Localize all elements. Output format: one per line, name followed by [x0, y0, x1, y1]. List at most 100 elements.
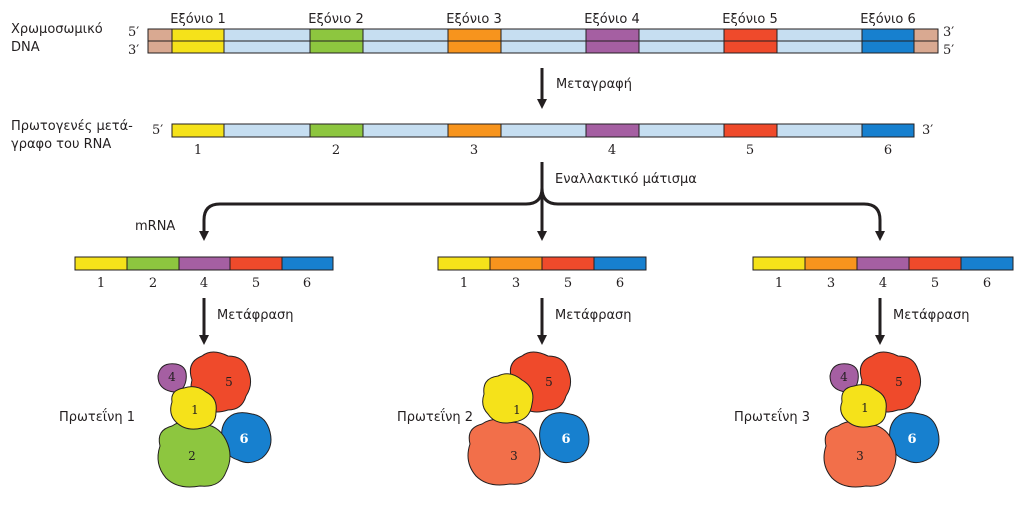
exon-label-2: Εξόνιο 2 [308, 12, 363, 27]
mrna2-exon-3 [489, 256, 543, 271]
protein3-domain-label: 5 [895, 375, 903, 389]
primary-end-3: 3′ [922, 123, 933, 138]
protein3-domain-1 [840, 384, 887, 428]
dna-exon-4-bottom [585, 40, 640, 54]
dna-exon-1-bottom [171, 40, 225, 54]
primary-exon-6 [861, 123, 915, 138]
protein2-domain-label: 6 [561, 432, 570, 447]
mrna1-exon-6 [281, 256, 334, 271]
mrna3-num: 4 [879, 276, 887, 291]
exon-label-6: Εξόνιο 6 [860, 12, 915, 27]
dna-exon-5-top [723, 28, 778, 42]
protein1-domain-1 [170, 386, 217, 430]
mrna-variant-3: 1 3 4 5 6 [752, 256, 1014, 291]
protein3-domain-label: 3 [856, 449, 864, 463]
protein2-domain-label: 5 [545, 375, 553, 389]
dna-exon-3-top [447, 28, 502, 42]
primary-exon-1 [171, 123, 225, 138]
primary-label-line1: Πρωτογενές μετά- [11, 119, 133, 134]
primary-exon-2 [309, 123, 364, 138]
mrna3-num: 5 [931, 276, 939, 291]
mrna3-exon-1 [752, 256, 806, 271]
mrna2-exon-6 [593, 256, 647, 271]
mrna2-num: 3 [512, 276, 520, 291]
protein1-domain-label: 6 [239, 432, 248, 447]
protein2-domain-1 [482, 373, 534, 424]
mrna-variant-2: 1 3 5 6 [437, 256, 647, 291]
protein2-domain-3 [467, 418, 541, 486]
primary-end-5: 5′ [152, 123, 163, 138]
primary-num-1: 1 [194, 143, 202, 158]
dna-flank-left-bottom [147, 40, 173, 54]
mrna1-num: 1 [97, 276, 105, 291]
mrna-label: mRNA [135, 219, 175, 234]
dna-exon-2-bottom [309, 40, 364, 54]
dna-end-5-bottom: 5′ [943, 43, 954, 58]
splicing-arrow-right [540, 187, 885, 241]
mrna1-num: 6 [303, 276, 311, 291]
mrna3-exon-3 [804, 256, 858, 271]
mrna1-num: 4 [200, 276, 208, 291]
mrna3-exon-5 [908, 256, 962, 271]
mrna3-num: 3 [827, 276, 835, 291]
dna-exon-6-top [861, 28, 915, 42]
mrna2-num: 1 [460, 276, 468, 291]
protein-3 [823, 351, 940, 488]
dna-exon-3-bottom [447, 40, 502, 54]
dna-label-line2: DNA [11, 40, 40, 55]
dna-top-strand [147, 28, 939, 42]
dna-exon-4-top [585, 28, 640, 42]
mrna1-exon-5 [229, 256, 283, 271]
protein-1 [157, 351, 272, 488]
dna-label-line1: Χρωμοσωμικό [11, 22, 103, 37]
primary-num-4: 4 [608, 143, 616, 158]
protein3-domain-3 [823, 420, 897, 488]
exon-label-1: Εξόνιο 1 [170, 12, 225, 27]
protein1-domain-4 [157, 363, 187, 393]
mrna1-exon-1 [74, 256, 128, 271]
mrna-variant-1: 1 2 4 5 6 [74, 256, 334, 291]
protein2-domain-label: 3 [510, 449, 518, 463]
protein3-domain-label: 6 [907, 432, 916, 447]
dna-exon-1-top [171, 28, 225, 42]
dna-end-3-top: 3′ [943, 25, 954, 40]
primary-num-6: 6 [884, 143, 892, 158]
primary-exon-3 [447, 123, 502, 138]
translation-label-3: Μετάφραση [893, 308, 970, 323]
protein-2 [467, 351, 590, 486]
primary-transcript-strand [171, 123, 915, 138]
mrna1-exon-2 [126, 256, 180, 271]
translation-label-1: Μετάφραση [217, 308, 294, 323]
exon-label-4: Εξόνιο 4 [584, 12, 639, 27]
protein-label-1: Πρωτεΐνη 1 [59, 409, 135, 425]
primary-label-line2: γραφο του RNA [11, 137, 111, 152]
mrna1-exon-4 [178, 256, 231, 271]
mrna3-num: 6 [983, 276, 991, 291]
protein2-domain-label: 1 [513, 403, 521, 417]
primary-num-3: 3 [470, 143, 478, 158]
protein3-domain-label: 4 [840, 370, 848, 384]
protein1-domain-2 [157, 420, 231, 488]
mrna1-num: 5 [252, 276, 260, 291]
protein2-domain-6 [539, 412, 590, 464]
mrna2-exon-1 [437, 256, 491, 271]
protein1-domain-label: 1 [191, 403, 199, 417]
splicing-label: Εναλλακτικό μάτισμα [555, 172, 697, 187]
mrna3-exon-4 [856, 256, 910, 271]
mrna3-exon-6 [960, 256, 1014, 271]
protein-label-3: Πρωτεΐνη 3 [734, 409, 810, 425]
protein-label-2: Πρωτεΐνη 2 [397, 409, 473, 425]
protein1-domain-label: 4 [168, 370, 176, 384]
exon-label-3: Εξόνιο 3 [446, 12, 501, 27]
mrna3-num: 1 [775, 276, 783, 291]
dna-end-3-bottom: 3′ [128, 43, 139, 58]
primary-exon-4 [585, 123, 640, 138]
dna-exon-5-bottom [723, 40, 778, 54]
splicing-arrow-left [199, 187, 544, 241]
protein1-domain-label: 2 [188, 449, 196, 463]
mrna2-exon-5 [541, 256, 595, 271]
dna-flank-right-bottom [913, 40, 939, 54]
protein1-domain-label: 5 [225, 375, 233, 389]
